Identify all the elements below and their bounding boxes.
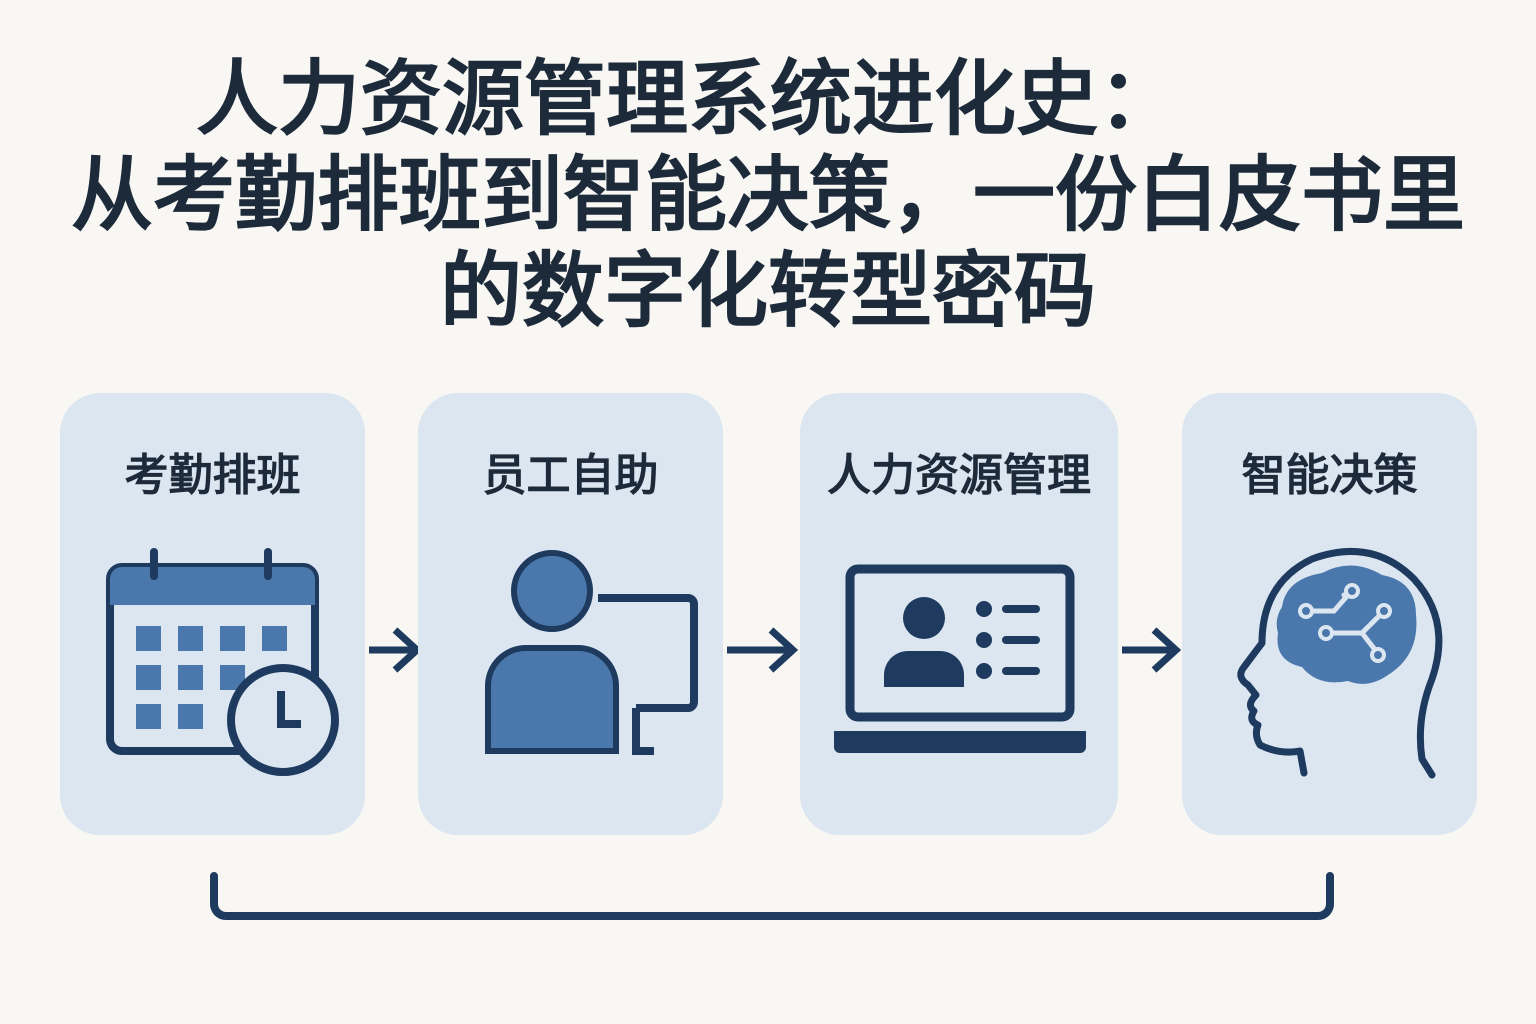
- arrow-right-icon: [369, 627, 423, 673]
- title-line-1: 人力资源管理系统进化史：: [195, 52, 1180, 147]
- calendar-clock-icon: [106, 548, 339, 776]
- stage-label: 考勤排班: [124, 450, 301, 501]
- laptop-profile-icon: [834, 564, 1086, 753]
- stage-label: 人力资源管理: [827, 450, 1091, 501]
- stage-label: 智能决策: [1241, 450, 1418, 501]
- stage-card-intelligent-decision: 智能决策: [1182, 393, 1477, 835]
- person-terminal-icon: [485, 550, 698, 755]
- title-line-2: 从考勤排班到智能决策，一份白皮书里: [70, 148, 1465, 243]
- stage-label: 员工自助: [482, 450, 659, 501]
- timeline-bracket: [210, 872, 1334, 920]
- page-title: 人力资源管理系统进化史： 从考勤排班到智能决策，一份白皮书里 的数字化转型密码: [0, 52, 1536, 340]
- stage-card-attendance: 考勤排班: [60, 393, 365, 835]
- arrow-right-icon: [727, 627, 798, 673]
- stage-card-self-service: 员工自助: [418, 393, 723, 835]
- brain-head-icon: [1237, 547, 1443, 779]
- stage-card-hrm: 人力资源管理: [800, 393, 1118, 835]
- title-line-3: 的数字化转型密码: [439, 244, 1096, 339]
- arrow-right-icon: [1122, 627, 1182, 673]
